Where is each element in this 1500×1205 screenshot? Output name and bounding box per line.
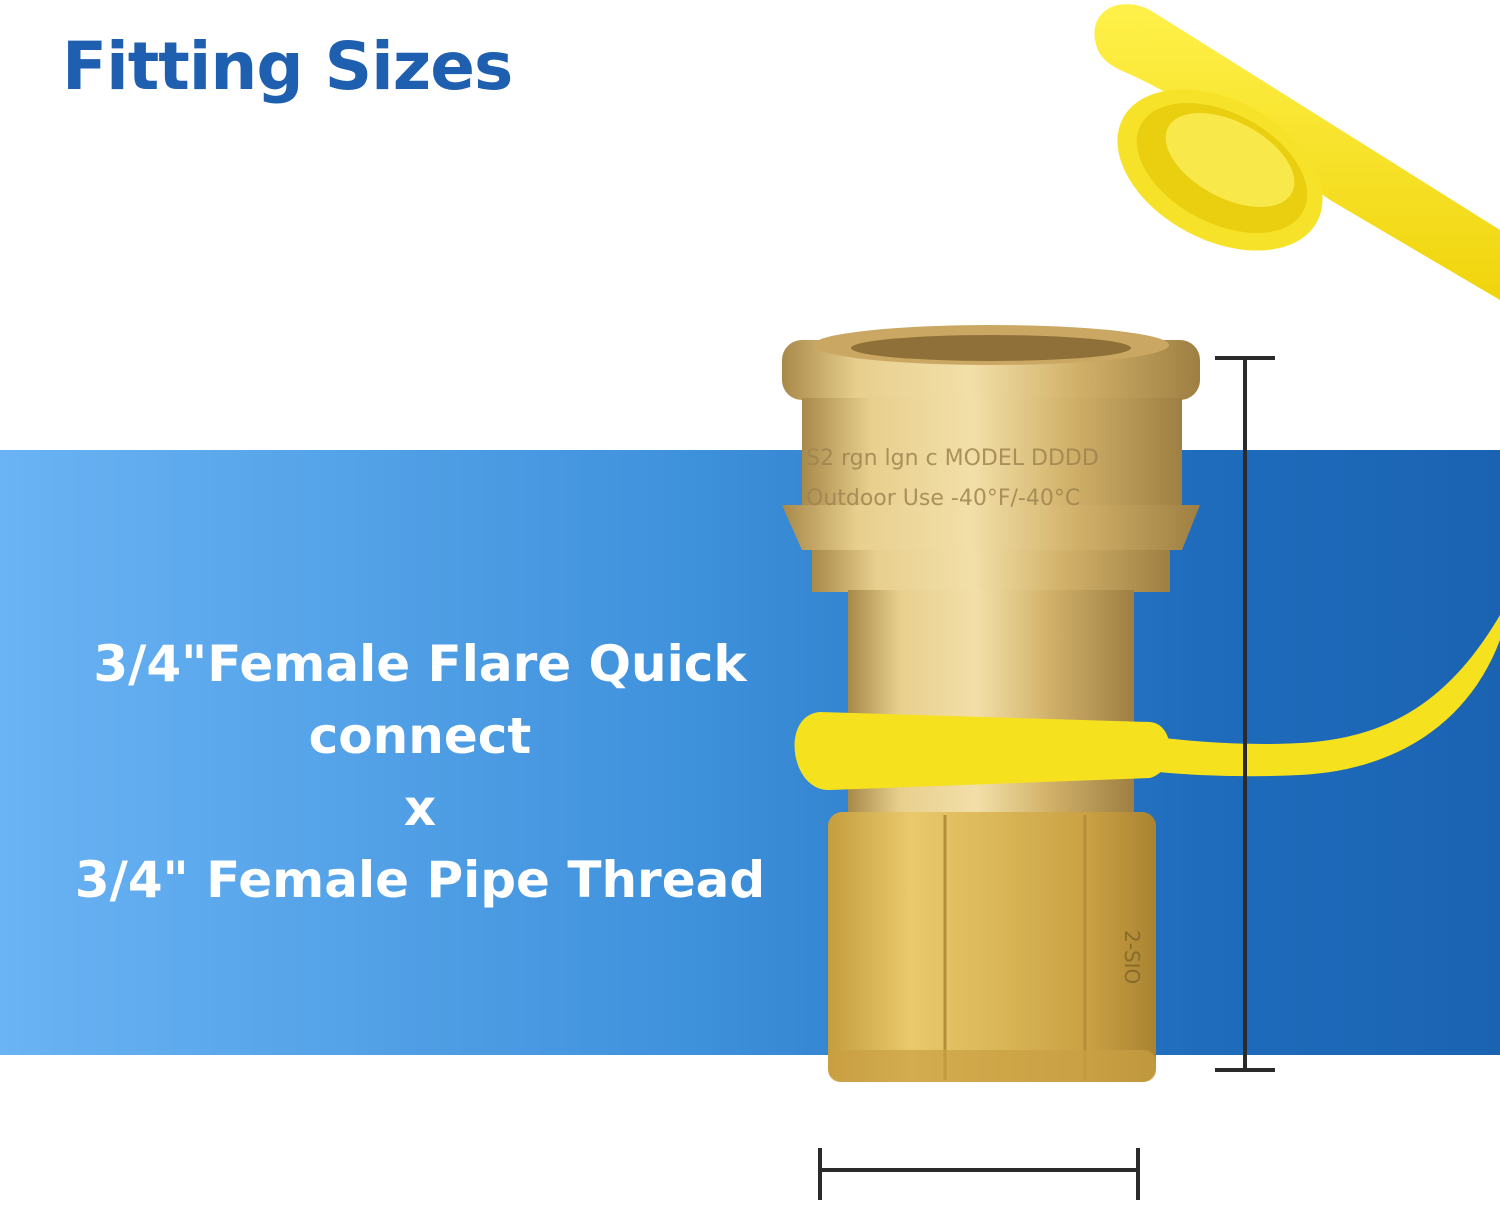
engraving-side: 2-SIO <box>1120 930 1144 984</box>
height-dimension-line <box>1215 356 1275 1072</box>
engraving-row1: S2 rgn lgn c MODEL DDDD <box>806 446 1099 471</box>
brass-fitting <box>782 325 1200 1082</box>
caption-line-4: 3/4" Female Pipe Thread <box>74 851 766 909</box>
cap-strap <box>1140 615 1500 777</box>
page-title: Fitting Sizes <box>62 28 513 105</box>
engraving-row2: Outdoor Use -40°F/-40°C <box>806 486 1080 511</box>
caption-line-2: connect <box>308 707 532 765</box>
dust-cap <box>1094 4 1500 301</box>
caption-line-3: x <box>403 779 437 837</box>
width-dimension-line <box>818 1148 1140 1200</box>
caption-line-1: 3/4"Female Flare Quick <box>93 635 747 693</box>
fitting-caption: 3/4"Female Flare Quick connect x 3/4" Fe… <box>40 628 800 916</box>
